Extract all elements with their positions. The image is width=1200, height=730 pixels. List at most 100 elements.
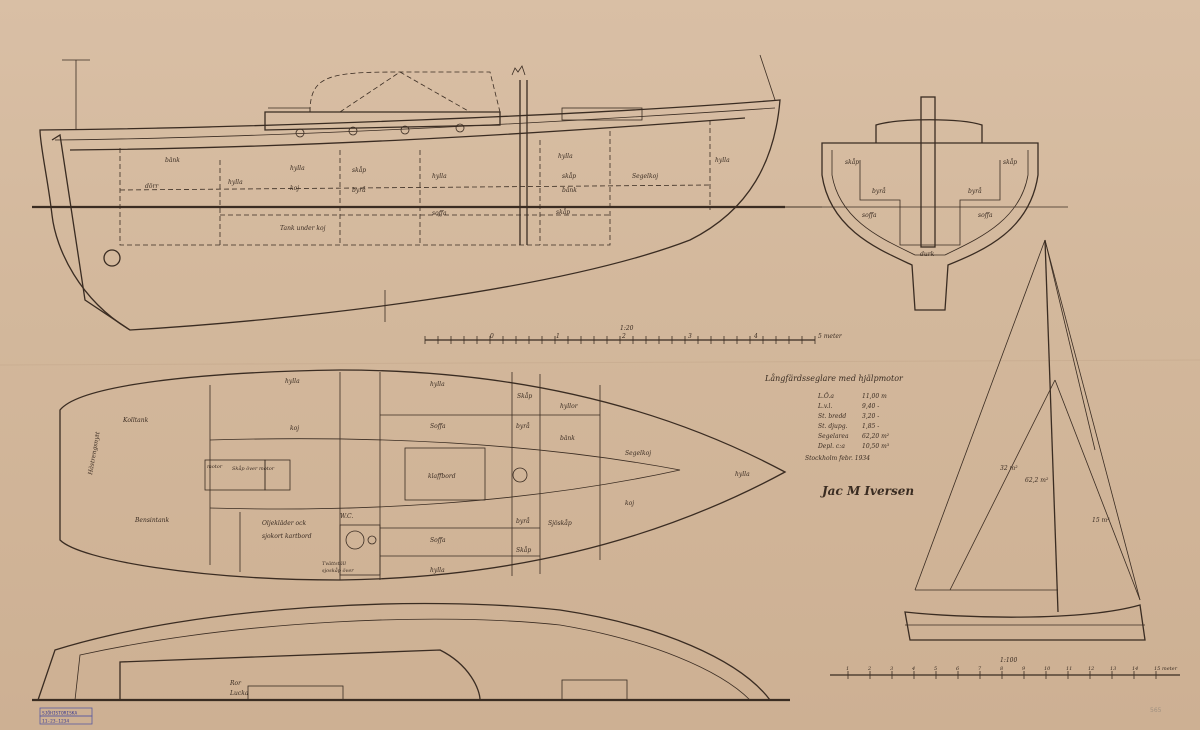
label-plan-bensintank: Bensintank bbox=[134, 517, 170, 524]
label-hylla2: hylla bbox=[290, 165, 305, 172]
label-hylla5: hylla bbox=[715, 157, 730, 164]
label-plan-kartbord: sjokort kartbord bbox=[262, 533, 312, 540]
label-section-byra-l: byrå bbox=[872, 188, 886, 195]
plan-companion bbox=[264, 459, 291, 491]
propeller bbox=[103, 249, 121, 267]
label-section-skap-l: skåp bbox=[845, 159, 859, 166]
label-plan-byra-b: byrå bbox=[516, 518, 530, 525]
label-section-soffa-r: soffa bbox=[978, 212, 993, 219]
scale-bottom-tick-label: 1 bbox=[846, 666, 849, 672]
section-inner bbox=[831, 150, 1029, 256]
label-plan-soffa-b: Soffa bbox=[430, 537, 446, 544]
label-plan-hylla-bow: hylla bbox=[735, 471, 750, 478]
deck-inner bbox=[74, 618, 751, 701]
hull-outline bbox=[39, 99, 781, 331]
label-hylla3: hylla bbox=[432, 173, 447, 180]
scale-bottom-tick-label: 6 bbox=[956, 666, 960, 672]
scale-top: 1:20 0 1 2 3 4 5 meter bbox=[424, 325, 843, 344]
sheer-line bbox=[54, 107, 776, 141]
label-plan-motor: motor bbox=[207, 464, 223, 470]
interior-outline bbox=[119, 130, 611, 246]
label-skap3: skåp bbox=[556, 209, 570, 216]
label-sail-total: 62,2 m² bbox=[1025, 477, 1049, 484]
plan-outline bbox=[59, 369, 787, 581]
spec-value: 3,20 - bbox=[862, 413, 879, 420]
mast-top bbox=[511, 65, 526, 76]
porthole bbox=[348, 126, 358, 136]
stamp-line2: 11-23-1234 bbox=[42, 719, 69, 725]
deck-hatch2 bbox=[561, 679, 628, 701]
sail-hull bbox=[904, 604, 1146, 641]
label-sail-main: 32 m² bbox=[1000, 465, 1018, 472]
stamp-box2 bbox=[39, 715, 93, 725]
label-bank: bänk bbox=[165, 157, 180, 164]
spec-label: Segelarea bbox=[818, 433, 849, 440]
label-plan-segelkoj: Segelkoj bbox=[625, 450, 651, 457]
deck-cabin bbox=[119, 649, 481, 701]
bowsprit bbox=[759, 54, 776, 101]
side-profile: bänk hylla dörr koj hylla skåp byrå hyll… bbox=[32, 54, 1068, 331]
label-deck-luka: Lucka bbox=[229, 690, 249, 697]
scale-top-label: 1:20 bbox=[620, 325, 634, 332]
forward-hatch bbox=[561, 107, 643, 121]
paper-fold bbox=[0, 359, 1200, 366]
label-plan-hylla-bot: hylla bbox=[430, 567, 445, 574]
label-plan-hastreng: Hästrengsnytt bbox=[87, 431, 102, 477]
scale-bottom-tick-label: 14 bbox=[1132, 666, 1138, 672]
topmast-stay bbox=[1044, 239, 1096, 451]
spec-value: 1,85 - bbox=[862, 423, 879, 430]
section-cabin bbox=[875, 119, 983, 143]
scale-bottom-tick-label: 7 bbox=[978, 666, 982, 672]
label-bank2: bänk bbox=[562, 187, 577, 194]
jib-luff bbox=[1054, 379, 1141, 601]
scale-bottom-tick-label: 9 bbox=[1022, 666, 1026, 672]
scale-bottom-tick-label: 4 bbox=[911, 666, 915, 672]
label-section-skap-r: skåp bbox=[1003, 159, 1017, 166]
stern-post bbox=[51, 133, 131, 331]
label-section-byra-r: byrå bbox=[968, 188, 982, 195]
plan-cockpit bbox=[209, 438, 681, 510]
bunk-line bbox=[119, 184, 711, 191]
section-furniture bbox=[859, 160, 1001, 246]
sheet-number: 565 bbox=[1150, 707, 1162, 714]
label-plan-tvattstall2: sjoskåp över bbox=[322, 567, 354, 574]
scale-bottom-tick-label: 13 bbox=[1110, 666, 1116, 672]
mast bbox=[1044, 239, 1059, 613]
label-plan-tvattstall: Tvättställ bbox=[322, 561, 346, 567]
cross-section: skåp skåp byrå byrå soffa soffa durk bbox=[785, 96, 1039, 311]
label-deck-ror: Ror bbox=[229, 680, 242, 687]
cabin-trunk bbox=[264, 111, 501, 131]
label-koj: koj bbox=[290, 185, 299, 192]
label-plan-byra: byrå bbox=[516, 423, 530, 430]
spec-label: St. bredd bbox=[818, 413, 846, 420]
plan-toilet bbox=[345, 530, 365, 550]
place-date: Stockholm febr. 1934 bbox=[805, 455, 870, 462]
scale-bottom-tick-label: 5 bbox=[934, 666, 937, 672]
tick-4: 4 bbox=[753, 333, 758, 340]
label-plan-soffa: Soffa bbox=[430, 423, 446, 430]
label-plan-koj: koj bbox=[290, 425, 299, 432]
label-plan-kolltank: Kolltank bbox=[122, 417, 149, 424]
plan-view: hylla hylla Skåp hyllor bänk byrå Soffa … bbox=[59, 369, 787, 581]
forestay bbox=[1044, 239, 1141, 601]
spec-label: L.v.l. bbox=[817, 403, 832, 410]
label-plan-oljeklader: Oljekläder ock bbox=[262, 520, 307, 527]
label-hylla4: hylla bbox=[558, 153, 573, 160]
scale-bottom-tick-label: 11 bbox=[1066, 666, 1072, 672]
spec-value: 10,50 m³ bbox=[862, 443, 890, 450]
plan-wc bbox=[339, 524, 381, 576]
scale-bottom-tick-label: 8 bbox=[1000, 666, 1003, 672]
label-plan-hylla-top1: hylla bbox=[285, 378, 300, 385]
label-plan-wc: W.C. bbox=[340, 513, 353, 520]
label-plan-skap: Skåp bbox=[517, 393, 532, 400]
label-plan-klaffbord: klaffbord bbox=[428, 473, 456, 480]
spec-label: Depl. c:a bbox=[817, 443, 845, 450]
label-plan-skap-b: Skåp bbox=[516, 547, 531, 554]
scale-bottom-tick-label: 15 meter bbox=[1154, 666, 1178, 672]
plan-table bbox=[404, 447, 486, 501]
label-skap2: skåp bbox=[562, 173, 576, 180]
deck-hatch bbox=[247, 685, 344, 701]
tick-1: 1 bbox=[556, 333, 560, 340]
